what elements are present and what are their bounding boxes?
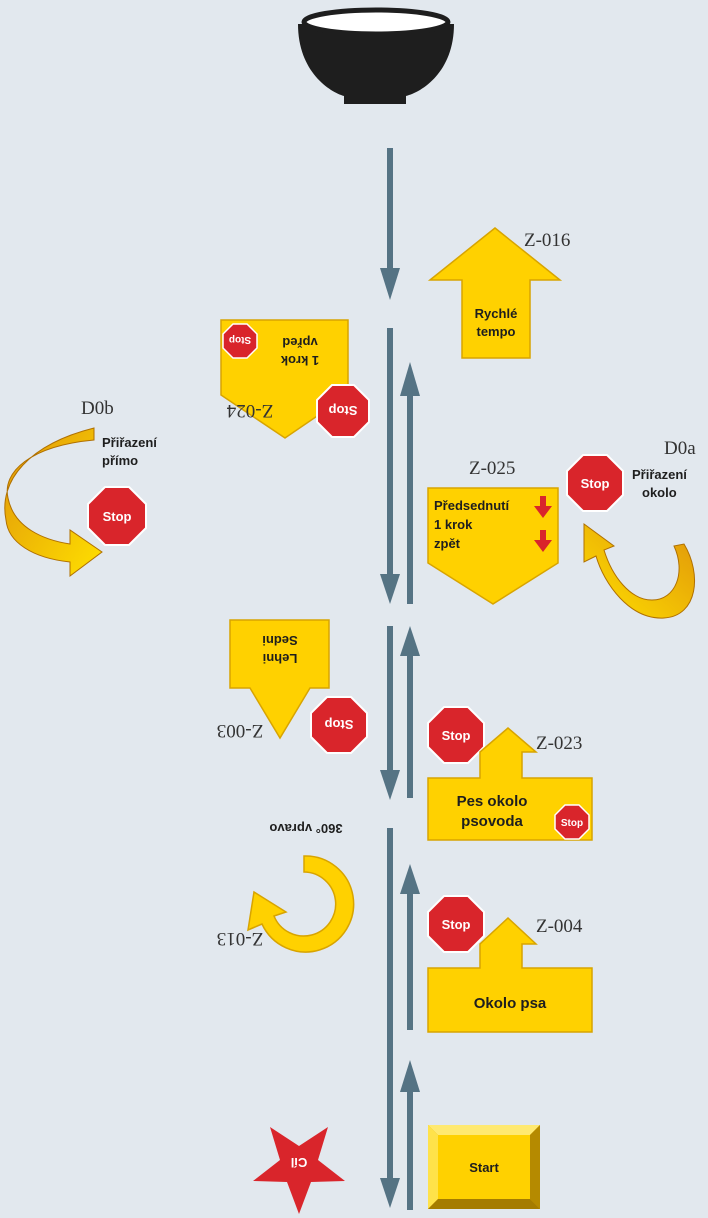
sign-z023-line1: Pes okolo (457, 793, 528, 810)
sign-z013-code: Z-013 (217, 928, 263, 949)
down-arrow-icon (534, 496, 552, 552)
flow-arrow-icon (380, 328, 400, 604)
sign-d0a-stop: Stop (581, 476, 610, 491)
curved-arrow-icon (4, 427, 103, 577)
flow-arrow-icon (380, 626, 400, 800)
stop-sign-icon: Stop (310, 696, 368, 754)
sign-z004-code: Z-004 (536, 916, 583, 937)
sign-z024-stop2: Stop (329, 403, 358, 418)
flow-arrows (380, 148, 420, 1210)
sign-z024-line1: 1 krok (280, 353, 319, 368)
sign-z025-line3: zpět (434, 536, 461, 551)
stop-sign-icon: Stop (316, 384, 370, 438)
sign-d0a-code: D0a (664, 438, 696, 459)
sign-d0b: D0b Přiřazení přímo Stop (4, 398, 157, 577)
sign-z023-line2: psovoda (461, 813, 523, 830)
circular-arrow-icon (247, 855, 355, 953)
sign-z024-line2: vpřed (282, 335, 317, 350)
flow-arrow-icon (400, 362, 420, 604)
sign-z003: Lehni Sedni Stop Z-003 (217, 619, 368, 754)
sign-z024-code: Z-024 (226, 400, 273, 421)
sign-z025-code: Z-025 (469, 458, 515, 479)
stop-sign-icon: Stop (554, 804, 590, 840)
sign-z023-stop2: Stop (561, 818, 583, 829)
sign-z016-code: Z-016 (524, 230, 570, 251)
sign-z023: Stop Z-023 Pes okolo psovoda Stop (427, 706, 593, 841)
sign-d0a: D0a Stop Přiřazení okolo (566, 438, 696, 619)
stop-sign-icon: Stop (427, 706, 485, 764)
sign-start-label: Start (469, 1160, 499, 1175)
sign-z004-label: Okolo psa (474, 995, 547, 1012)
sign-d0b-line2: přímo (102, 453, 138, 468)
sign-z023-code: Z-023 (536, 733, 582, 754)
sign-d0b-stop: Stop (103, 509, 132, 524)
sign-d0a-line2: okolo (642, 485, 677, 500)
sign-start: Start (428, 1125, 540, 1209)
sign-z025-line2: 1 krok (434, 517, 473, 532)
sign-z003-line2: Sedni (262, 633, 297, 648)
sign-z003-code: Z-003 (217, 720, 263, 741)
sign-z016-line2: tempo (477, 324, 516, 339)
flow-arrow-icon (380, 148, 400, 300)
flow-arrow-icon (400, 864, 420, 1030)
sign-z013-label: 360° vpravo (269, 821, 342, 836)
flow-arrow-icon (400, 626, 420, 798)
sign-z024: 1 krok vpřed Stop Stop Z-024 (220, 319, 370, 439)
sign-z016-line1: Rychlé (475, 306, 518, 321)
curved-arrow-icon (583, 523, 696, 619)
sign-z003-stop: Stop (325, 717, 354, 732)
sign-z025: Z-025 Předsednutí 1 krok zpět (427, 458, 559, 605)
sign-z024-stop1: Stop (229, 334, 251, 345)
stop-sign-icon: Stop (566, 454, 624, 512)
stop-sign-icon: Stop (87, 486, 147, 546)
sign-d0b-line1: Přiřazení (102, 435, 157, 450)
stop-sign-icon: Stop (427, 895, 485, 953)
flow-arrow-icon (380, 828, 400, 1208)
sign-z004: Stop Z-004 Okolo psa (427, 895, 593, 1033)
sign-z013: 360° vpravo Z-013 (217, 821, 355, 953)
sign-d0a-line1: Přiřazení (632, 467, 687, 482)
sign-z016: Rychlé tempo Z-016 (427, 227, 570, 359)
bowl-icon (298, 7, 454, 104)
sign-z003-line1: Lehni (263, 651, 298, 666)
sign-z023-stop1: Stop (442, 728, 471, 743)
flow-arrow-icon (400, 1060, 420, 1210)
sign-z004-stop: Stop (442, 917, 471, 932)
sign-z025-line1: Předsednutí (434, 498, 510, 513)
star-icon (253, 1127, 345, 1214)
stop-sign-icon: Stop (222, 323, 258, 359)
sign-d0b-code: D0b (81, 398, 114, 419)
sign-finish-label: Cíl (291, 1155, 308, 1170)
sign-finish: Cíl (253, 1127, 345, 1214)
